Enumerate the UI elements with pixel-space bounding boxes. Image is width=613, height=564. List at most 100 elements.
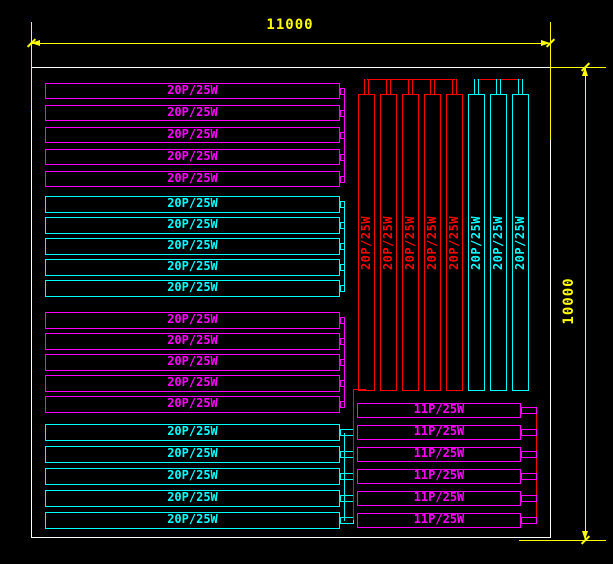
pair-cable-bar[interactable]: [45, 217, 340, 234]
connector-tab: [340, 201, 345, 208]
connector-tab: [340, 109, 345, 117]
bar-label: 20P/25W: [167, 312, 218, 326]
connector-tab: [340, 264, 345, 271]
pair-cable-bar[interactable]: [357, 425, 521, 440]
connector-tab: [521, 451, 537, 458]
bar-label: 20P/25W: [167, 490, 218, 504]
bar-label: 20P/25W: [447, 215, 462, 270]
bar-label: 20P/25W: [425, 215, 440, 270]
dimension-extension-line-top: [551, 67, 606, 68]
bar-label: 20P/25W: [167, 127, 218, 141]
connector-tab: [340, 517, 354, 524]
feeder-rail-left: [353, 389, 354, 520]
riser-bar[interactable]: [446, 94, 463, 391]
bar-label: 20P/25W: [167, 468, 218, 482]
pair-cable-bar[interactable]: [45, 396, 340, 413]
dimension-extension-line-right: [550, 22, 551, 140]
dimension-label-width[interactable]: 11000: [266, 17, 314, 33]
pair-cable-bar[interactable]: [45, 105, 340, 121]
connector-tab: [340, 338, 345, 345]
riser-bar-label: 20P/25W: [424, 94, 441, 391]
bar-label: 20P/25W: [167, 424, 218, 438]
connector-tab: [340, 87, 345, 95]
riser-bus-stub: [430, 79, 435, 94]
riser-bus-stub: [452, 79, 457, 94]
bar-label: 20P/25W: [359, 215, 374, 270]
riser-bar-label: 20P/25W: [380, 94, 397, 391]
bar-label: 20P/25W: [167, 217, 218, 231]
bar-label: 20P/25W: [491, 215, 506, 270]
riser-bar-label: 20P/25W: [512, 94, 529, 391]
dimension-label-height[interactable]: 10000: [561, 277, 577, 325]
riser-bar[interactable]: [424, 94, 441, 391]
riser-bar[interactable]: [380, 94, 397, 391]
bar-label: 20P/25W: [513, 215, 528, 270]
riser-bar-label: 20P/25W: [402, 94, 419, 391]
dimension-line-width[interactable]: [31, 43, 551, 44]
pair-cable-bar[interactable]: [357, 491, 521, 506]
pair-cable-bar[interactable]: [45, 512, 340, 529]
feeder-rail-right: [536, 410, 537, 521]
connector-tab: [521, 429, 537, 436]
connector-tab: [340, 131, 345, 139]
riser-bar[interactable]: [402, 94, 419, 391]
bar-label: 20P/25W: [167, 375, 218, 389]
bar-label: 20P/25W: [167, 446, 218, 460]
pair-cable-bar[interactable]: [357, 447, 521, 462]
riser-bar-label: 20P/25W: [468, 94, 485, 391]
connector-tab: [340, 429, 354, 436]
riser-bar[interactable]: [468, 94, 485, 391]
bar-label: 11P/25W: [413, 402, 465, 416]
riser-bus-stub: [364, 79, 369, 94]
pair-cable-bar[interactable]: [357, 403, 521, 418]
dimension-arrow-right-icon: [541, 40, 550, 46]
bar-label: 20P/25W: [167, 333, 218, 347]
bar-label: 20P/25W: [469, 215, 484, 270]
pair-cable-bar[interactable]: [45, 259, 340, 276]
riser-bus-stub: [386, 79, 391, 94]
pair-cable-bar[interactable]: [45, 238, 340, 255]
connector-tab: [340, 380, 345, 387]
riser-bus-stub: [408, 79, 413, 94]
riser-bus-stub: [474, 79, 479, 94]
pair-cable-bar[interactable]: [45, 149, 340, 165]
dimension-arrow-up-icon: [582, 67, 588, 76]
pair-cable-bar[interactable]: [45, 312, 340, 329]
bar-label: 20P/25W: [167, 149, 218, 163]
pair-cable-bar[interactable]: [45, 83, 340, 99]
pair-cable-bar[interactable]: [45, 196, 340, 213]
connector-tab: [340, 243, 345, 250]
pair-cable-bar[interactable]: [45, 424, 340, 441]
pair-cable-bar[interactable]: [45, 468, 340, 485]
bar-label: 20P/25W: [167, 238, 218, 252]
pair-cable-bar[interactable]: [45, 171, 340, 187]
riser-bar[interactable]: [358, 94, 375, 391]
bar-label: 20P/25W: [167, 396, 218, 410]
pair-cable-bar[interactable]: [357, 469, 521, 484]
pair-cable-bar[interactable]: [357, 513, 521, 528]
dimension-arrow-down-icon: [582, 531, 588, 540]
connector-rail: [344, 432, 345, 521]
connector-tab: [340, 222, 345, 229]
riser-bar[interactable]: [512, 94, 529, 391]
connector-tab: [340, 175, 345, 183]
pair-cable-bar[interactable]: [45, 127, 340, 143]
riser-bar[interactable]: [490, 94, 507, 391]
pair-cable-bar[interactable]: [45, 375, 340, 392]
dimension-extension-line-bottom: [519, 540, 606, 541]
pair-cable-bar[interactable]: [45, 490, 340, 507]
bar-label: 20P/25W: [403, 215, 418, 270]
pair-cable-bar[interactable]: [45, 446, 340, 463]
bar-label: 20P/25W: [167, 280, 218, 294]
bar-label: 11P/25W: [413, 468, 465, 482]
bar-label: 20P/25W: [167, 259, 218, 273]
pair-cable-bar[interactable]: [45, 354, 340, 371]
connector-tab: [521, 407, 537, 414]
connector-tab: [340, 473, 354, 480]
connector-tab: [521, 517, 537, 524]
dimension-line-height[interactable]: [585, 67, 586, 540]
pair-cable-bar[interactable]: [45, 280, 340, 297]
bar-label: 20P/25W: [167, 105, 218, 119]
pair-cable-bar[interactable]: [45, 333, 340, 350]
